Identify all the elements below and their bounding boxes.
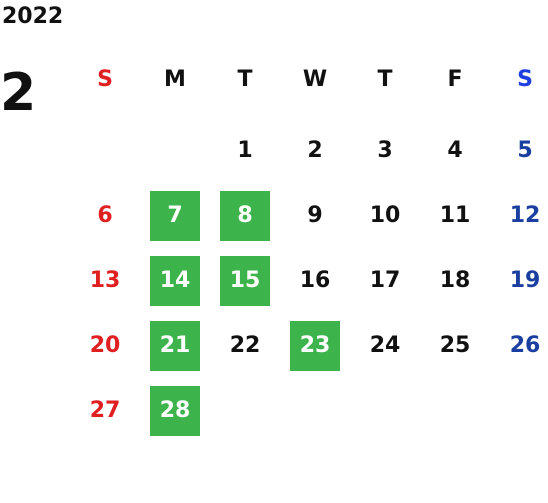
weekday-header-wednesday: W [302,67,328,92]
calendar-day[interactable]: 10 [369,203,401,228]
calendar-day[interactable]: 12 [509,203,541,228]
calendar-day-highlighted[interactable]: 23 [290,321,340,371]
calendar-day[interactable]: 3 [377,138,393,163]
calendar-day[interactable]: 22 [229,333,261,358]
calendar-day-highlighted[interactable]: 14 [150,256,200,306]
year-label: 2022 [2,4,64,29]
calendar-day-highlighted[interactable]: 7 [150,191,200,241]
calendar-day[interactable]: 11 [439,203,471,228]
calendar-day[interactable]: 13 [89,268,121,293]
calendar-day-highlighted[interactable]: 28 [150,386,200,436]
calendar-day[interactable]: 2 [307,138,323,163]
weekday-header-thursday: T [377,67,393,92]
calendar-day[interactable]: 6 [97,203,113,228]
calendar-day[interactable]: 19 [509,268,541,293]
calendar-day[interactable]: 24 [369,333,401,358]
calendar-day[interactable]: 16 [299,268,331,293]
calendar-day[interactable]: 9 [307,203,323,228]
calendar-day[interactable]: 4 [447,138,463,163]
month-number: 2 [0,63,37,123]
calendar-day[interactable]: 1 [237,138,253,163]
calendar-day[interactable]: 25 [439,333,471,358]
calendar-day[interactable]: 20 [89,333,121,358]
calendar-day-highlighted[interactable]: 8 [220,191,270,241]
calendar-day[interactable]: 26 [509,333,541,358]
calendar-day-highlighted[interactable]: 15 [220,256,270,306]
weekday-header-tuesday: T [237,67,253,92]
weekday-header-monday: M [164,67,186,92]
calendar-day[interactable]: 17 [369,268,401,293]
weekday-header-saturday: S [517,67,533,92]
weekday-header-friday: F [447,67,463,92]
calendar-day[interactable]: 5 [517,138,533,163]
weekday-header-sunday: S [97,67,113,92]
calendar-day-highlighted[interactable]: 21 [150,321,200,371]
calendar-day[interactable]: 18 [439,268,471,293]
calendar-day[interactable]: 27 [89,398,121,423]
